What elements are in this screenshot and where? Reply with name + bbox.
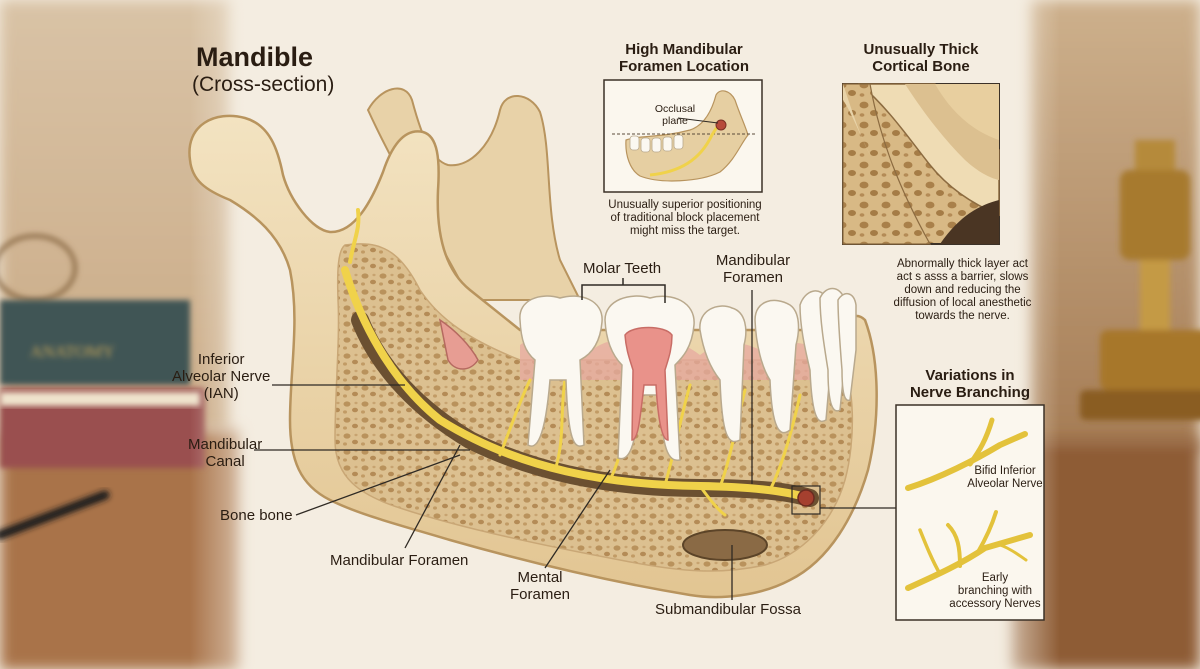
inset-high-foramen-plane-label: Occlusal plane — [654, 103, 696, 127]
inset-cortical-caption: Abnormally thick layer act act s asss a … — [893, 258, 1032, 322]
mandibular-foramen-notch — [438, 318, 479, 370]
label-bone: Bone bone — [220, 507, 293, 524]
nerve-upper-segment — [348, 208, 361, 264]
inferior-alveolar-nerve — [341, 266, 812, 502]
inset-branching-bifid-label: Bifid Inferior Alveolar Nerve — [967, 465, 1043, 490]
label-mandibular-foramen-bottom: Mandibular Foramen — [330, 552, 469, 569]
inset-branching-heading: Variations in Nerve Branching — [909, 367, 1031, 401]
inset-nerve-branching — [895, 404, 1045, 621]
inset-cortical-heading: Unusually Thick Cortical Bone — [863, 41, 979, 75]
inset-branching-early-label: Early branching with accessory Nerves — [949, 572, 1041, 610]
label-mental-foramen: Mental Foramen — [509, 569, 571, 603]
book-spine-text: ANATOMY — [30, 342, 115, 361]
inset-high-foramen-caption: Unusually superior positioning of tradit… — [608, 199, 762, 237]
page-subtitle: (Cross-section) — [192, 73, 335, 96]
label-mandibular-canal: Mandibular Canal — [188, 436, 263, 470]
pen — [0, 490, 110, 540]
book-pages — [0, 392, 200, 406]
mental-foramen-box — [791, 485, 821, 515]
inset-cortical-bone — [842, 83, 1000, 245]
label-molar-teeth: Molar Teeth — [583, 260, 662, 277]
book-green — [0, 300, 190, 385]
inset-high-foramen-heading: High Mandibular Foramen Location — [618, 41, 749, 75]
label-inferior-alveolar-nerve: Inferior Alveolar Nerve (IAN) — [172, 351, 271, 402]
label-submandibular-fossa: Submandibular Fossa — [655, 601, 801, 618]
page-title: Mandible — [196, 42, 314, 72]
mental-foramen — [797, 489, 815, 507]
teeth — [519, 287, 857, 461]
leader-lines — [254, 290, 897, 600]
brass-lamp — [1080, 140, 1200, 420]
submandibular-fossa — [682, 529, 768, 561]
inset-high-foramen — [603, 79, 763, 193]
label-mandibular-foramen-top: Mandibular Foramen — [715, 252, 791, 286]
